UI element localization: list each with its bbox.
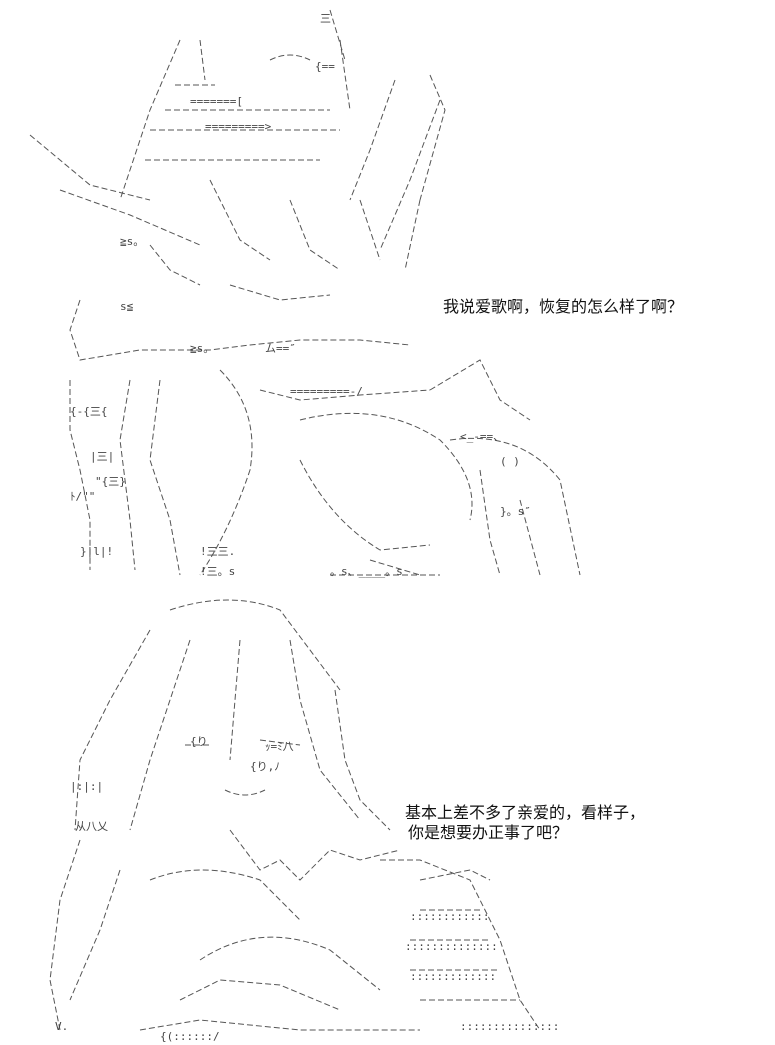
dialogue-line-2a: 基本上差不多了亲爱的，看样子，: [405, 803, 646, 822]
svg-text:!三三.: !三三.: [200, 545, 235, 558]
svg-text:。s、____。s: 。s、____。s: [330, 565, 403, 578]
svg-text:{(::::::/: {(::::::/: [160, 1030, 220, 1043]
svg-text:ｯ=ﾐ八: ｯ=ﾐ八: [265, 740, 294, 753]
svg-text:::::::::::::: ::::::::::::: [410, 910, 489, 923]
svg-text:{==: {==: [315, 60, 335, 73]
hair-top: [169, 599, 341, 691]
cloak-outline: [69, 299, 411, 361]
svg-text:::::::::::::::: ::::::::::::::: [405, 940, 498, 953]
svg-text:( ): ( ): [500, 455, 520, 468]
svg-text:三: 三: [320, 12, 331, 25]
svg-text:从八乂: 从八乂: [75, 820, 108, 833]
dialogue-line-2b: 你是想要办正事了吧？: [408, 823, 569, 842]
svg-text:{り: {り: [190, 735, 208, 748]
svg-text:=======[: =======[: [190, 95, 243, 108]
svg-text:=========-/: =========-/: [290, 385, 363, 398]
crown-shape: [119, 9, 446, 201]
svg-text:=========>: =========>: [205, 120, 272, 133]
svg-text:ム==″: ム==″: [265, 342, 296, 355]
svg-text:≧s。: ≧s。: [190, 342, 214, 355]
svg-text:{り,ﾉ: {り,ﾉ: [250, 760, 280, 773]
svg-text:{-{三{: {-{三{: [70, 405, 108, 418]
svg-text::::::::::::::::: :::::::::::::::: [460, 1020, 559, 1033]
dialogue-line-1: 我说爱歌啊，恢复的怎么样了啊？: [443, 297, 684, 316]
svg-text:V.: V.: [55, 1020, 68, 1033]
svg-text:}。s″: }。s″: [500, 505, 531, 518]
svg-text:"{三}: "{三}: [95, 475, 126, 488]
svg-text:ﾄ/"": ﾄ/"": [70, 490, 95, 503]
svg-text:s≦: s≦: [120, 300, 134, 313]
svg-text:|:|:|: |:|:|: [70, 780, 103, 793]
svg-text:!三。s: !三。s: [200, 565, 235, 578]
svg-text:|三|: |三|: [90, 450, 114, 463]
svg-text:<_-==、: <_-==、: [460, 430, 504, 443]
svg-text:}|l|!: }|l|!: [80, 545, 113, 558]
svg-text::::::::::::::: :::::::::::::: [410, 970, 496, 983]
svg-text:≧s。: ≧s。: [120, 235, 144, 248]
helmet-band: [145, 84, 340, 161]
